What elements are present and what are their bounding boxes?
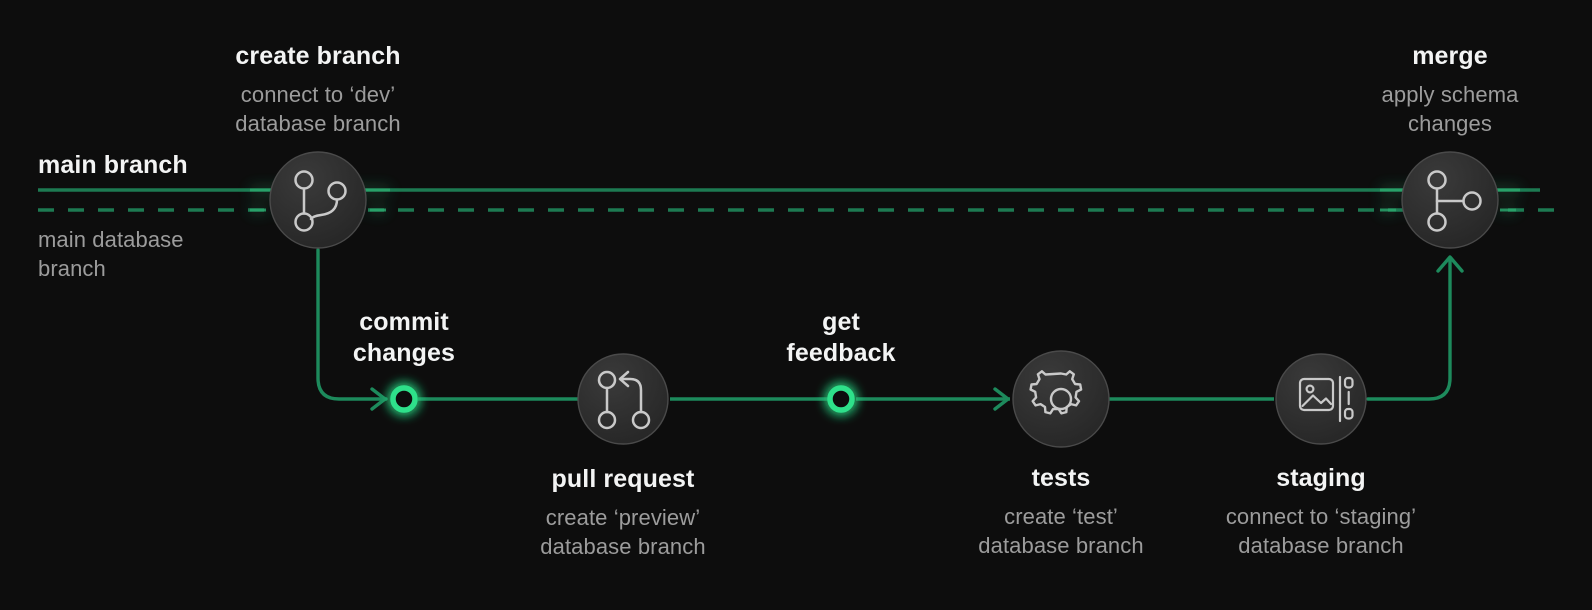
create-branch-subtitle-line1: connect to ‘dev’ [240, 82, 396, 107]
tests-subtitle-line1: create ‘test’ [1004, 504, 1118, 529]
node-merge[interactable] [1401, 151, 1499, 249]
git-branch-icon [294, 170, 347, 232]
staging-node-circle[interactable] [1275, 353, 1367, 445]
git-pull-request-icon [597, 370, 651, 430]
node-commit-changes[interactable] [390, 385, 418, 413]
staging-title: staging [1276, 464, 1366, 492]
image-data-icon [1298, 375, 1354, 423]
staging-subtitle-line1: connect to ‘staging’ [1225, 504, 1417, 529]
node-create-branch[interactable] [269, 151, 367, 249]
main-branch-label: main branch [38, 151, 188, 179]
pull-request-node-circle[interactable] [577, 353, 669, 445]
merge-back-connector [1366, 256, 1452, 401]
create-branch-subtitle-line2: database branch [235, 111, 401, 136]
merge-subtitle-line1: apply schema [1381, 82, 1519, 107]
merge-subtitle-line2: changes [1408, 111, 1492, 136]
tests-node-circle[interactable] [1012, 350, 1110, 448]
create-branch-node-circle[interactable] [269, 151, 367, 249]
create-branch-title: create branch [235, 42, 401, 70]
pull-request-subtitle-line2: database branch [540, 534, 706, 559]
commit-changes-title-line2: changes [352, 339, 456, 367]
branch-out-connector [316, 248, 388, 401]
main-database-branch-label-line1: main database [38, 227, 184, 252]
merge-back-arrowhead [1436, 255, 1464, 273]
main-database-branch-label-line2: branch [38, 256, 106, 281]
node-get-feedback[interactable] [827, 385, 855, 413]
merge-title: merge [1412, 42, 1488, 70]
node-pull-request[interactable] [577, 353, 669, 445]
tests-title: tests [1031, 464, 1091, 492]
node-tests[interactable] [1012, 350, 1110, 448]
get-feedback-title-line2: feedback [786, 339, 896, 367]
node-staging[interactable] [1275, 353, 1367, 445]
main-branch-lines [38, 188, 1556, 212]
pull-request-subtitle-line1: create ‘preview’ [545, 505, 701, 530]
commit-changes-title-line1: commit [359, 308, 449, 336]
gear-icon [1029, 370, 1083, 415]
git-merge-icon [1427, 170, 1482, 232]
pull-request-title: pull request [551, 465, 695, 493]
get-feedback-title-line1: get [822, 308, 860, 336]
green-ring-icon[interactable] [390, 385, 418, 413]
green-ring-icon[interactable] [827, 385, 855, 413]
staging-subtitle-line2: database branch [1238, 533, 1404, 558]
tests-subtitle-line2: database branch [978, 533, 1144, 558]
